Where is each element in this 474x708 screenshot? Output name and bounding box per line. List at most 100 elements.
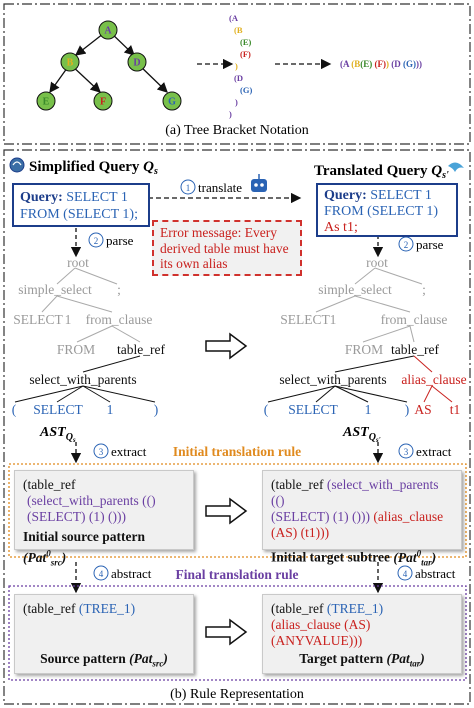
step-3-number: 3 [404,447,409,457]
bracket-list: (A (B (E) (F) ) (D (G) ) ) [229,13,252,119]
abstract-label-right: abstract [415,566,456,581]
tree-node: ( [264,402,269,417]
node-d: D [133,58,140,69]
linear-notation: (A (B(E) (F)) (D (G))) [340,59,422,69]
step-2-number: 2 [404,240,409,250]
query-line: SELECT 1 [370,188,432,203]
tree-node: select_with_parents [279,372,386,387]
source-pattern-box: (table_ref (TREE_1) Source pattern (Pats… [14,594,194,674]
error-message-box: Error message: Every derived table must … [152,220,302,276]
pattern-caption: Initial source pattern (Pat0src) [23,529,145,568]
step-4-number: 4 [403,569,408,579]
panel-a-frame [3,3,471,145]
bracket-line: (D [234,73,243,83]
tree-node: table_ref [391,342,439,357]
pattern-caption: Source pattern (Patsrc) [40,651,168,669]
query-label: Query: [20,190,63,205]
tree-node: simple_select [18,282,92,297]
query-line: As t1; [324,220,358,235]
pattern-line: (ANYVALUE))) [271,633,363,648]
tree-node: FROM [345,342,383,357]
query-line: FROM (SELECT 1) [324,204,439,219]
header-translated: Translated Query Qs' [314,163,449,181]
parse-label-right: parse [416,237,444,252]
tree-node: 1 [107,402,114,417]
node-g: G [168,97,176,108]
initial-target-subtree-box: (table_ref (select_with_parents (() (SEL… [262,470,462,567]
final-rule-title: Final translation rule [175,567,298,582]
initial-rule-title: Initial translation rule [173,444,301,459]
pattern-caption: Initial target subtree (Pat0tar) [271,548,437,568]
step-1-number: 1 [186,183,191,193]
node-e: E [43,97,50,108]
transform-arrow [205,332,248,360]
step-3-number: 3 [99,447,104,457]
tree-node: root [67,255,89,270]
tree-node: from_clause [381,312,448,327]
tree-node: alias_clause [401,372,466,387]
node-b: B [67,58,74,69]
bracket-line: (E) [240,37,252,47]
panel-b-frame [3,149,471,705]
tree-node: table_ref [117,342,165,357]
tree-node: 1 [330,312,337,327]
tree-node: ) [405,402,410,417]
pattern-line: (alias_clause [373,509,444,524]
pattern-line: (table_ref [23,477,76,492]
step-4-badge-right [397,565,413,581]
query-line: SELECT 1 [66,190,128,205]
parse-label-left: parse [106,233,134,248]
bracket-line: (B [234,25,243,35]
pattern-caption: Target pattern (Pattar) [299,651,425,669]
ast-right: ASTQs' [342,425,381,444]
query-right-box: Query: SELECT 1 FROM (SELECT 1) As t1; [316,183,458,237]
left-parse-tree: root simple_select ; SELECT 1 from_claus… [12,255,166,417]
bracket-line: (G) [240,85,252,95]
tree-node: SELECT [13,312,63,327]
pattern-line: (AS) (t1))) [271,525,330,540]
elephant-icon [9,157,25,173]
pattern-line: (SELECT) (1) ())) [271,509,374,524]
caption-a: (a) Tree Bracket Notation [165,123,308,138]
tree-node: select_with_parents [29,372,136,387]
tree-node: simple_select [318,282,392,297]
node-f: F [100,97,106,108]
tree-node: 1 [365,402,372,417]
initial-rule-frame [8,463,467,558]
error-text: Error message: Every derived table must … [160,225,289,271]
step-3-badge-right [398,443,414,459]
tree-node: from_clause [86,312,153,327]
step-3-badge-left [93,443,109,459]
tree-node: SELECT [288,402,338,417]
ast-left: ASTQs [39,425,76,444]
step-2-badge-left [88,232,104,248]
pattern-line: (table_ref [271,477,327,492]
tree-node: ( [12,402,17,417]
query-label: Query: [324,188,367,203]
tree-node: root [366,255,388,270]
abstract-label-left: abstract [111,566,152,581]
tree-node: 1 [65,312,72,327]
tree-node: ; [422,282,426,297]
translate-label: translate [198,180,242,195]
step-2-badge-right [398,236,414,252]
right-parse-tree: root simple_select ; SELECT 1 from_claus… [264,255,467,417]
step-1-badge [180,179,196,195]
extract-label-right: extract [416,444,452,459]
pattern-line: (alias_clause (AS) [271,617,371,632]
pattern-line: (select_with_parents (() [271,477,439,508]
tree-node: ; [117,282,121,297]
header-simplified: Simplified Query Qs [29,159,158,177]
node-a: A [104,26,112,37]
bracket-line: ) [229,109,232,119]
extract-label-left: extract [111,444,147,459]
target-pattern-box: (table_ref (TREE_1) (alias_clause (AS) (… [262,594,462,674]
bracket-line: ) [235,61,238,71]
initial-source-pattern-box: (table_ref (select_with_parents (() (SEL… [14,470,194,567]
pattern-line: (TREE_1) [326,601,384,616]
step-2-number: 2 [94,236,99,246]
pattern-line: (TREE_1) [78,601,136,616]
bracket-line: (A [229,13,239,23]
tree-node: t1 [450,402,461,417]
